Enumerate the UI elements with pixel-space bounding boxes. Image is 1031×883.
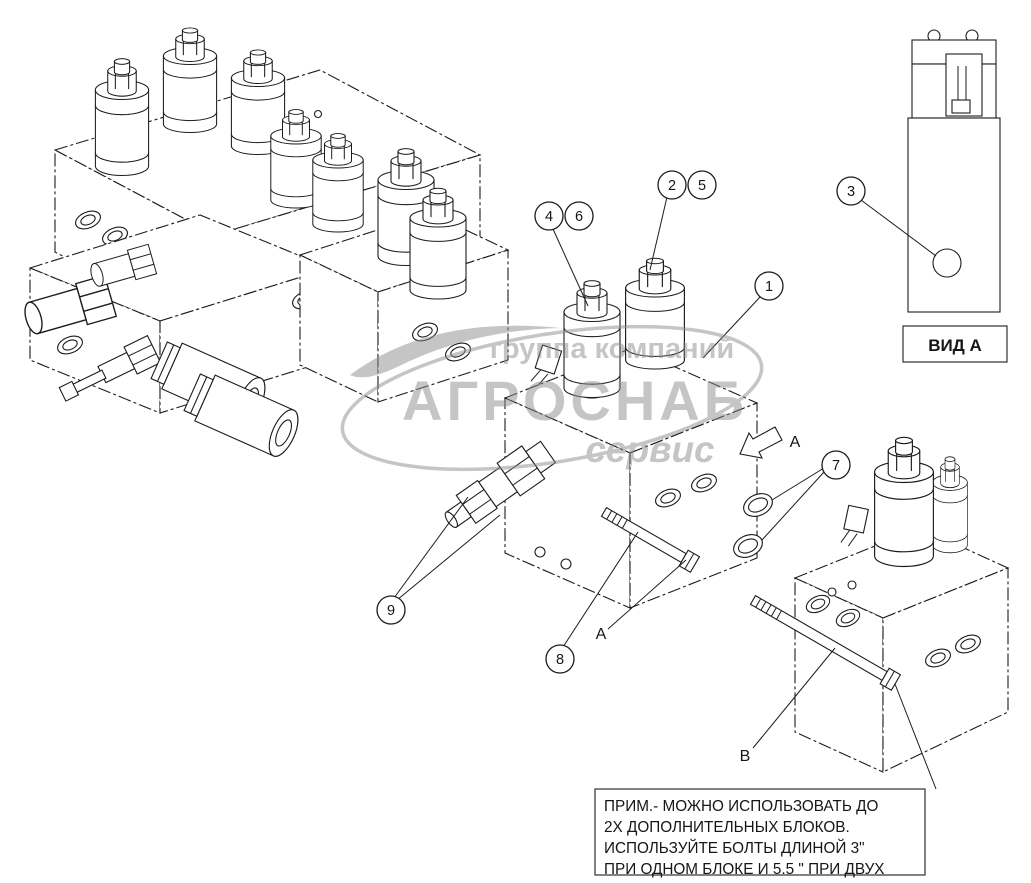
leader-line xyxy=(396,514,501,601)
watermark-line-1: группа компаний xyxy=(490,333,735,365)
solenoid-coil xyxy=(874,436,934,568)
view-label-box xyxy=(902,325,1008,363)
right-block-right-face xyxy=(882,567,1009,773)
callout-balloons: 4 6 2 5 3 1 7 9 xyxy=(376,170,866,674)
middle-block-right-face xyxy=(629,402,758,609)
leader-lines xyxy=(393,196,937,790)
watermark-line-3: сервис xyxy=(585,429,715,470)
svg-text:3: 3 xyxy=(847,184,855,200)
o-ring xyxy=(743,493,773,517)
connector-pin xyxy=(951,99,971,114)
leader-line xyxy=(607,559,687,630)
watermark: группа компаний АГРОСНАБ сервис xyxy=(340,324,764,472)
svg-text:8: 8 xyxy=(556,652,564,668)
valve-body-side-view xyxy=(907,117,1001,313)
svg-text:7: 7 xyxy=(832,458,840,474)
svg-text:1: 1 xyxy=(765,279,773,295)
port-circle xyxy=(932,248,962,278)
svg-text:4: 4 xyxy=(545,209,553,225)
view-direction-arrow-group: A xyxy=(739,426,801,459)
view-label: ВИД A xyxy=(928,336,982,355)
bolt-hole xyxy=(847,580,857,590)
bolt-b-letter: B xyxy=(740,748,751,765)
note-box-frame xyxy=(594,788,926,876)
leader-line xyxy=(702,295,762,359)
callout-9: 9 xyxy=(376,595,406,625)
svg-text:6: 6 xyxy=(575,209,583,225)
note-line-3: ИСПОЛЬЗУЙТЕ БОЛТЫ ДЛИНОЙ 3" xyxy=(604,839,865,857)
bolt-a-letter: A xyxy=(596,626,607,643)
svg-text:2: 2 xyxy=(668,178,676,194)
bolt-hole xyxy=(534,546,546,558)
coil-connector xyxy=(840,504,870,547)
bolt-hole xyxy=(827,587,837,597)
bolt-hole xyxy=(560,558,572,570)
note-line-4: ПРИ ОДНОМ БЛОКЕ И 5.5 " ПРИ ДВУХ xyxy=(604,861,885,878)
leader-line xyxy=(894,683,937,790)
leader-line xyxy=(562,531,639,648)
step-block-left-face xyxy=(299,254,379,403)
relief-valve xyxy=(58,334,162,402)
callout-4: 4 xyxy=(534,201,564,231)
watermark-swoosh xyxy=(350,325,560,378)
leader-line xyxy=(752,647,836,749)
note-box: ПРИМ.- МОЖНО ИСПОЛЬЗОВАТЬ ДО 2X ДОПОЛНИТ… xyxy=(594,788,926,878)
leader-line xyxy=(860,199,937,257)
leader-line xyxy=(761,471,825,541)
solenoid-coil xyxy=(94,58,150,177)
callout-1: 1 xyxy=(754,271,784,301)
view-direction-arrow xyxy=(739,426,783,459)
callout-8: 8 xyxy=(545,644,575,674)
view-arrow-letter: A xyxy=(790,434,801,451)
o-ring xyxy=(733,534,763,558)
leader-line xyxy=(771,467,825,501)
coil-connector xyxy=(530,344,563,386)
note-line-1: ПРИМ.- МОЖНО ИСПОЛЬЗОВАТЬ ДО xyxy=(604,798,878,815)
svg-text:5: 5 xyxy=(698,178,706,194)
mounting-bolt-right xyxy=(749,594,902,692)
right-valve-block-assembly xyxy=(749,436,1010,773)
svg-text:9: 9 xyxy=(387,603,395,619)
elbow-fitting xyxy=(444,440,557,528)
solenoid-coil xyxy=(932,456,968,554)
note-line-2: 2X ДОПОЛНИТЕЛЬНЫХ БЛОКОВ. xyxy=(604,819,850,836)
detail-view-a: ВИД A xyxy=(902,29,1008,363)
callout-5: 5 xyxy=(687,170,717,200)
leader-line xyxy=(393,496,469,599)
leader-line xyxy=(649,196,668,271)
reference-letters: A B xyxy=(596,626,751,765)
main-valve-assembly xyxy=(19,27,510,461)
watermark-ellipse xyxy=(340,324,764,472)
callout-6: 6 xyxy=(564,201,594,231)
callout-2: 2 xyxy=(657,170,687,200)
callout-7: 7 xyxy=(821,450,851,480)
mounting-bolt-middle xyxy=(600,506,701,574)
solenoid-coil xyxy=(162,27,218,134)
watermark-line-2: АГРОСНАБ xyxy=(402,369,748,432)
callout-3: 3 xyxy=(836,176,866,206)
leader-line xyxy=(552,228,589,307)
